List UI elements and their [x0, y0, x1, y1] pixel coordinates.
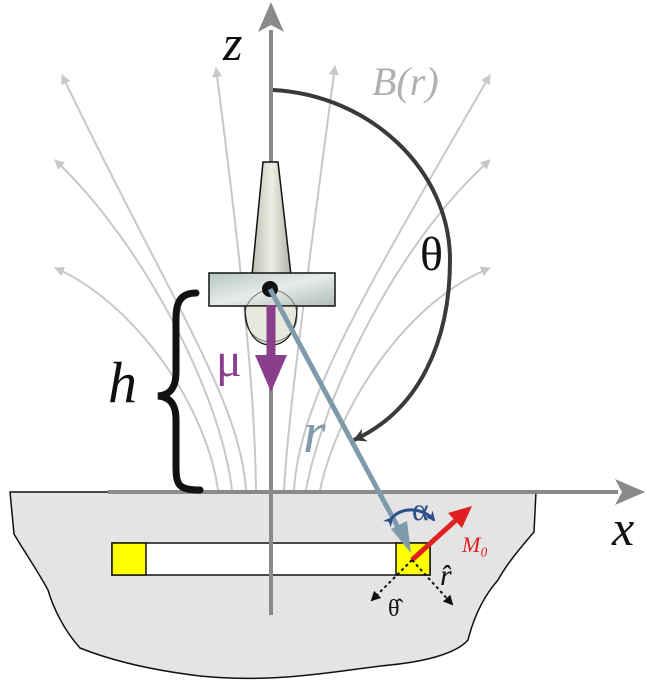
theta-label: θ — [420, 228, 443, 281]
field-label: B(r) — [372, 59, 439, 104]
z-axis-label: z — [222, 15, 242, 71]
theta-arc — [272, 88, 453, 442]
squid-pad-left — [111, 542, 147, 576]
r-label: r — [303, 400, 326, 465]
mu-arrow — [255, 305, 287, 392]
alpha-arc — [383, 508, 436, 528]
height-brace — [157, 289, 204, 494]
alpha-label: α — [412, 491, 429, 527]
x-axis-label: x — [611, 500, 634, 556]
r-hat-label: r̂ — [440, 559, 452, 592]
height-label: h — [108, 350, 137, 415]
m0-label: M₀ — [461, 532, 488, 557]
field-lines — [54, 65, 491, 491]
r-vector — [267, 287, 411, 553]
unit-vectors — [370, 559, 454, 606]
m0-arrow — [410, 506, 472, 562]
mu-label: μ — [216, 334, 242, 387]
